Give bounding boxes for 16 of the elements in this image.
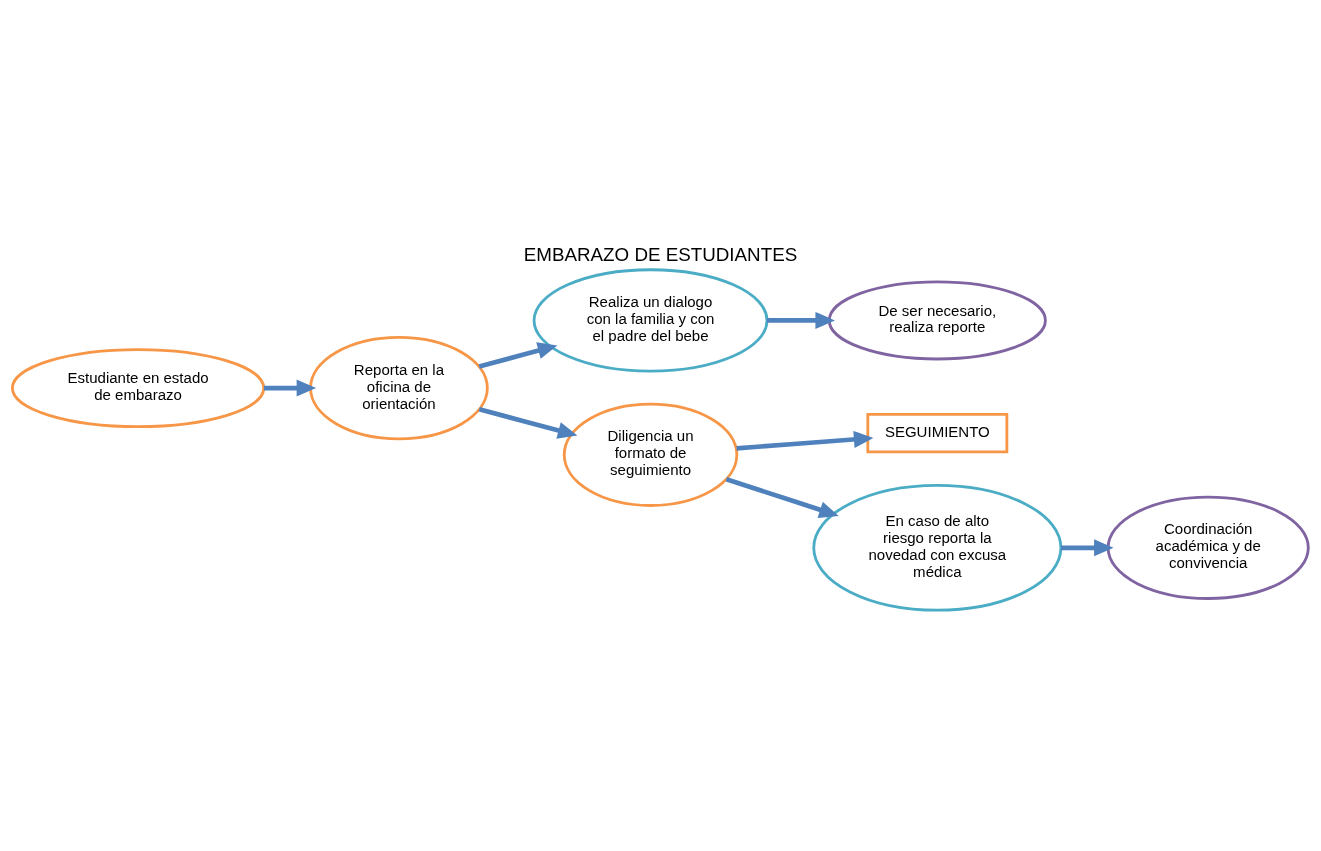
arrow bbox=[736, 430, 874, 451]
node-ellipse: De ser necesario, realiza reporte bbox=[827, 279, 1047, 360]
arrow bbox=[478, 341, 558, 369]
diagram-title: EMBARAZO DE ESTUDIANTES bbox=[523, 243, 798, 265]
arrow bbox=[263, 379, 317, 397]
node-box: SEGUIMIENTO bbox=[866, 412, 1009, 453]
node-ellipse: Estudiante en estado de embarazo bbox=[10, 347, 266, 428]
node-ellipse: Realiza un dialogo con la familia y con el padre del bebe bbox=[532, 267, 769, 373]
node-ellipse: Diligencia un formato de seguimiento bbox=[562, 402, 739, 507]
node-ellipse: Reporta en la oficina de orientación bbox=[309, 335, 489, 440]
arrow bbox=[1060, 538, 1114, 556]
arrow bbox=[478, 406, 578, 439]
arrow bbox=[766, 311, 835, 329]
node-ellipse: En caso de alto riesgo reporta la novedad con excusa médica bbox=[812, 483, 1063, 612]
node-ellipse: Coordinación académica y de convivencia bbox=[1106, 495, 1310, 600]
arrow bbox=[725, 476, 839, 518]
